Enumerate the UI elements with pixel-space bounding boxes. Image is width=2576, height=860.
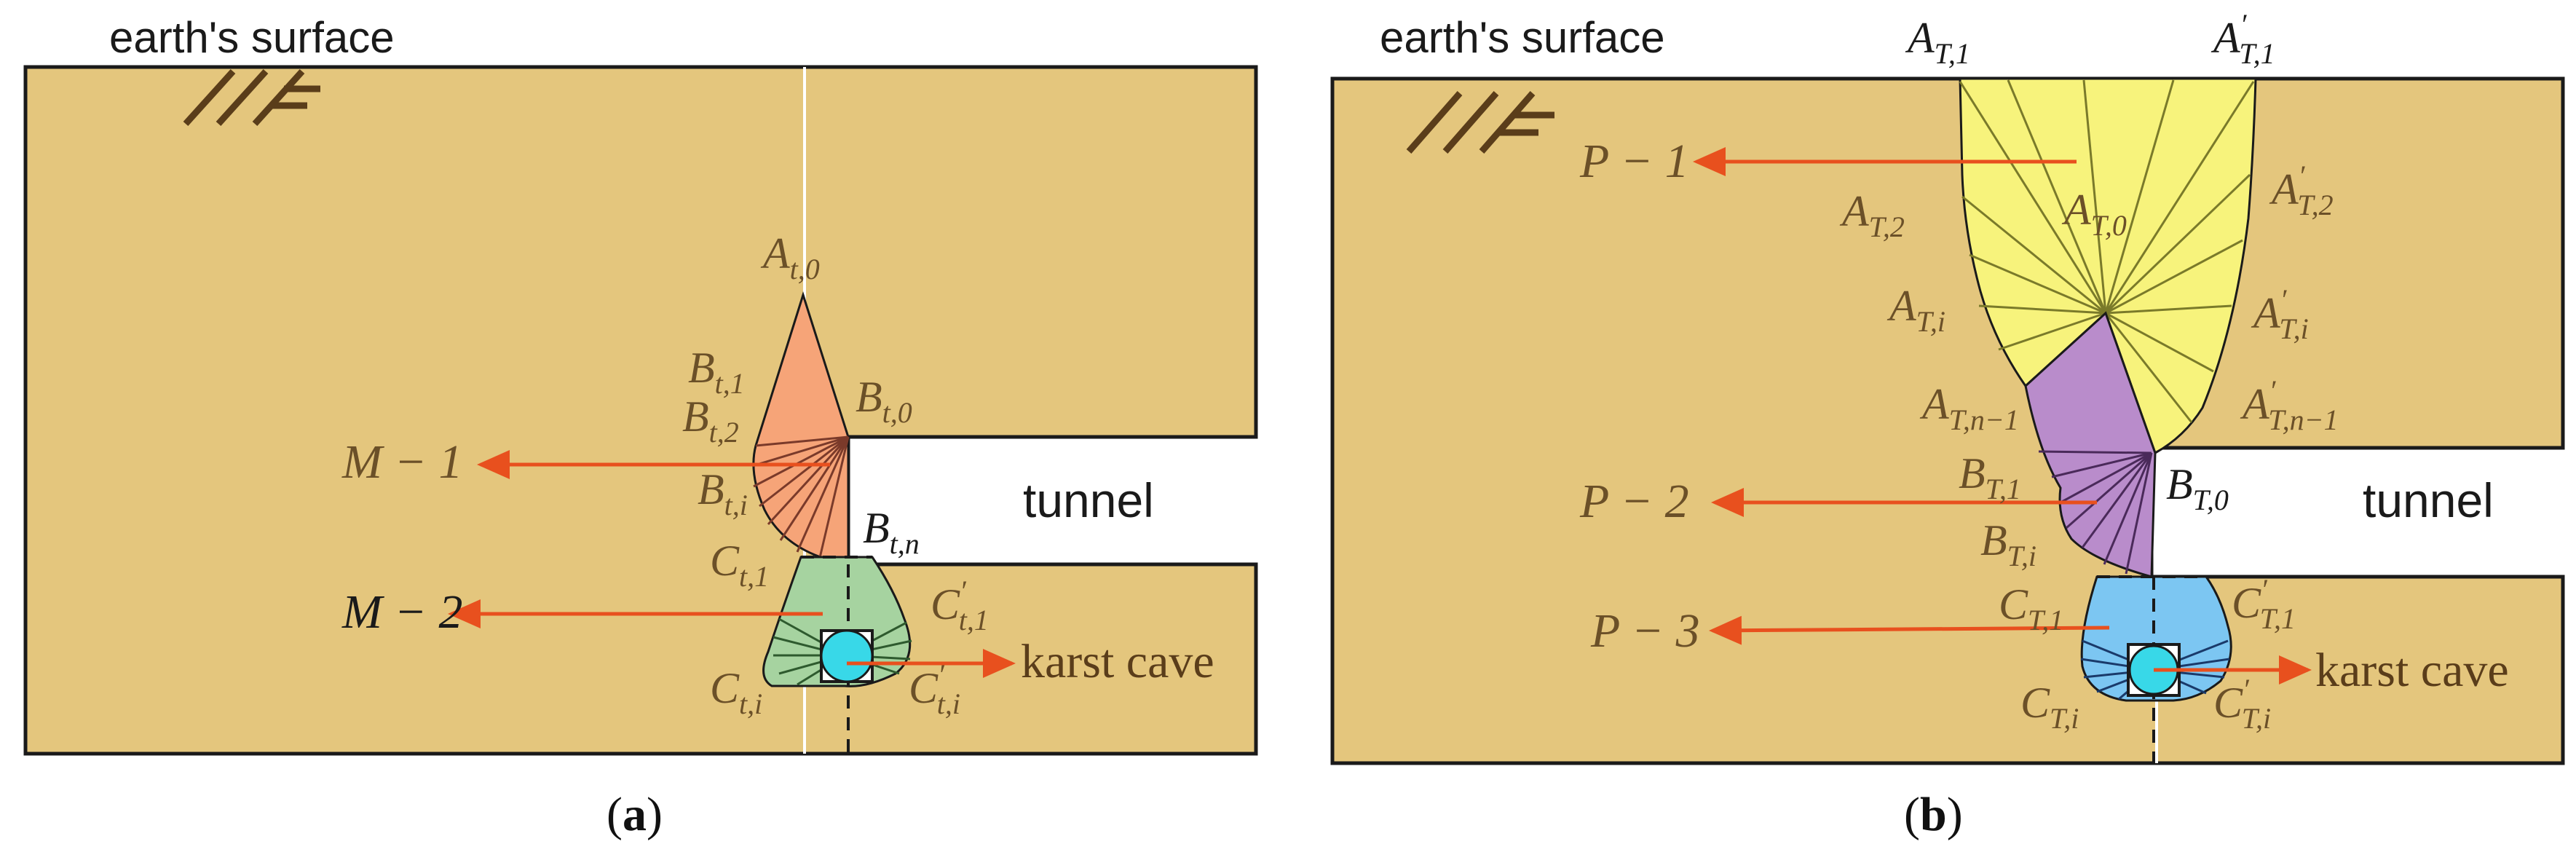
panel-b-point-BT0: BT,0 (2166, 460, 2229, 516)
svg-text:Ct,1: Ct,1 (710, 537, 769, 593)
svg-text:BT,0: BT,0 (2166, 460, 2229, 516)
svg-text:Bt,1: Bt,1 (688, 344, 745, 400)
panel-b-zone-p1-rays (1959, 79, 2255, 423)
svg-text:Ct,i: Ct,i (710, 664, 762, 720)
panel-b-earth-surface: earth's surface (1380, 13, 1665, 62)
panel-b: earth's surface tunnel karst cave P − 1 … (1330, 8, 2565, 841)
panel-b-point-AT1p: A′T,1 (2210, 8, 2275, 70)
panel-a-point-Bi: Bt,i (698, 465, 748, 521)
panel-a-karst-cave (820, 629, 874, 683)
panel-a-point-B1: Bt,1 (688, 344, 745, 400)
panel-b-zone-p1 (1959, 77, 2257, 455)
panel-b-point-ATip: A′T,i (2251, 283, 2309, 345)
panel-a-label-m1: M − 1 (341, 435, 463, 489)
panel-b-point-ATn1p: A′T,n−1 (2240, 374, 2339, 436)
panel-b-point-ATn1: AT,n−1 (1919, 380, 2019, 436)
svg-text:A′T,2: A′T,2 (2269, 159, 2334, 221)
svg-text:BT,1: BT,1 (1959, 449, 2021, 505)
svg-text:AT,1: AT,1 (1905, 14, 1970, 70)
panel-b-surface-hatch (1406, 91, 1554, 154)
panel-b-point-AT2: AT,2 (1839, 187, 1905, 243)
panel-b-label-p2: P − 2 (1579, 475, 1689, 528)
panel-b-caption: (b) (1904, 788, 1963, 841)
svg-text:A′T,i: A′T,i (2251, 283, 2309, 345)
panel-b-point-CT1p: C′T,1 (2232, 573, 2296, 635)
svg-text:C′t,i: C′t,i (909, 658, 960, 720)
svg-text:C′t,1: C′t,1 (931, 575, 989, 636)
svg-text:AT,0: AT,0 (2061, 186, 2127, 242)
svg-text:AT,i: AT,i (1886, 282, 1945, 338)
panel-b-zone-p2-rays (2038, 450, 2153, 575)
panel-a-point-Cip: C′t,i (909, 658, 960, 720)
panel-b-point-CT1: CT,1 (1999, 580, 2063, 636)
svg-text:BT,i: BT,i (1980, 516, 2036, 572)
panel-a-point-Ci: Ct,i (710, 664, 762, 720)
panel-b-point-BTi: BT,i (1980, 516, 2036, 572)
panel-a-point-A0: At,0 (760, 229, 820, 285)
panel-a-surface-hatch (183, 68, 320, 127)
panel-a-zone-m1-rays (751, 435, 850, 561)
panel-a-point-C1: Ct,1 (710, 537, 769, 593)
panel-b-point-CTip: C′T,i (2213, 673, 2271, 735)
panel-a-point-Bn: Bt,n (863, 504, 920, 560)
panel-b-label-p1: P − 1 (1579, 135, 1689, 188)
panel-a-tunnel: tunnel (1023, 473, 1154, 527)
panel-b-karst-cave-label: karst cave (2315, 644, 2509, 697)
panel-a-caption: (a) (607, 788, 663, 841)
svg-text:AT,2: AT,2 (1839, 187, 1905, 243)
panel-b-point-CTi: CT,i (2020, 679, 2079, 735)
panel-a-point-C1p: C′t,1 (931, 575, 989, 636)
panel-a-earth-surface: earth's surface (109, 13, 395, 62)
svg-text:C′T,i: C′T,i (2213, 673, 2271, 735)
panel-a-karst-cave-label: karst cave (1021, 635, 1214, 688)
panel-a-label-m2: M − 2 (341, 585, 463, 639)
svg-text:Bt,2: Bt,2 (682, 392, 739, 449)
svg-text:Bt,0: Bt,0 (856, 373, 912, 429)
svg-text:A′T,n−1: A′T,n−1 (2240, 374, 2339, 436)
panel-b-point-BT1: BT,1 (1959, 449, 2021, 505)
panel-b-label-p3: P − 3 (1590, 604, 1700, 658)
svg-text:CT,i: CT,i (2020, 679, 2079, 735)
panel-b-zone-p2 (2024, 311, 2157, 578)
svg-text:Bt,i: Bt,i (698, 465, 748, 521)
svg-text:CT,1: CT,1 (1999, 580, 2063, 636)
svg-text:A′T,1: A′T,1 (2210, 8, 2275, 70)
svg-text:At,0: At,0 (760, 229, 820, 285)
panel-a-point-B2: Bt,2 (682, 392, 739, 449)
panel-b-arrow-p3 (1709, 615, 2110, 645)
panel-a: earth's surface tunnel karst cave M − 1 … (23, 13, 1258, 841)
svg-text:Bt,n: Bt,n (863, 504, 920, 560)
panel-b-point-AT2p: A′T,2 (2269, 159, 2334, 221)
panel-b-point-AT0: AT,0 (2061, 186, 2127, 242)
panel-b-tunnel: tunnel (2363, 473, 2494, 527)
panel-b-point-ATi: AT,i (1886, 282, 1945, 338)
panel-b-zone-p3-rays (2080, 639, 2230, 701)
svg-text:AT,n−1: AT,n−1 (1919, 380, 2019, 436)
panel-a-point-B0: Bt,0 (856, 373, 912, 429)
panel-b-point-AT1: AT,1 (1905, 14, 1970, 70)
svg-text:C′T,1: C′T,1 (2232, 573, 2296, 635)
